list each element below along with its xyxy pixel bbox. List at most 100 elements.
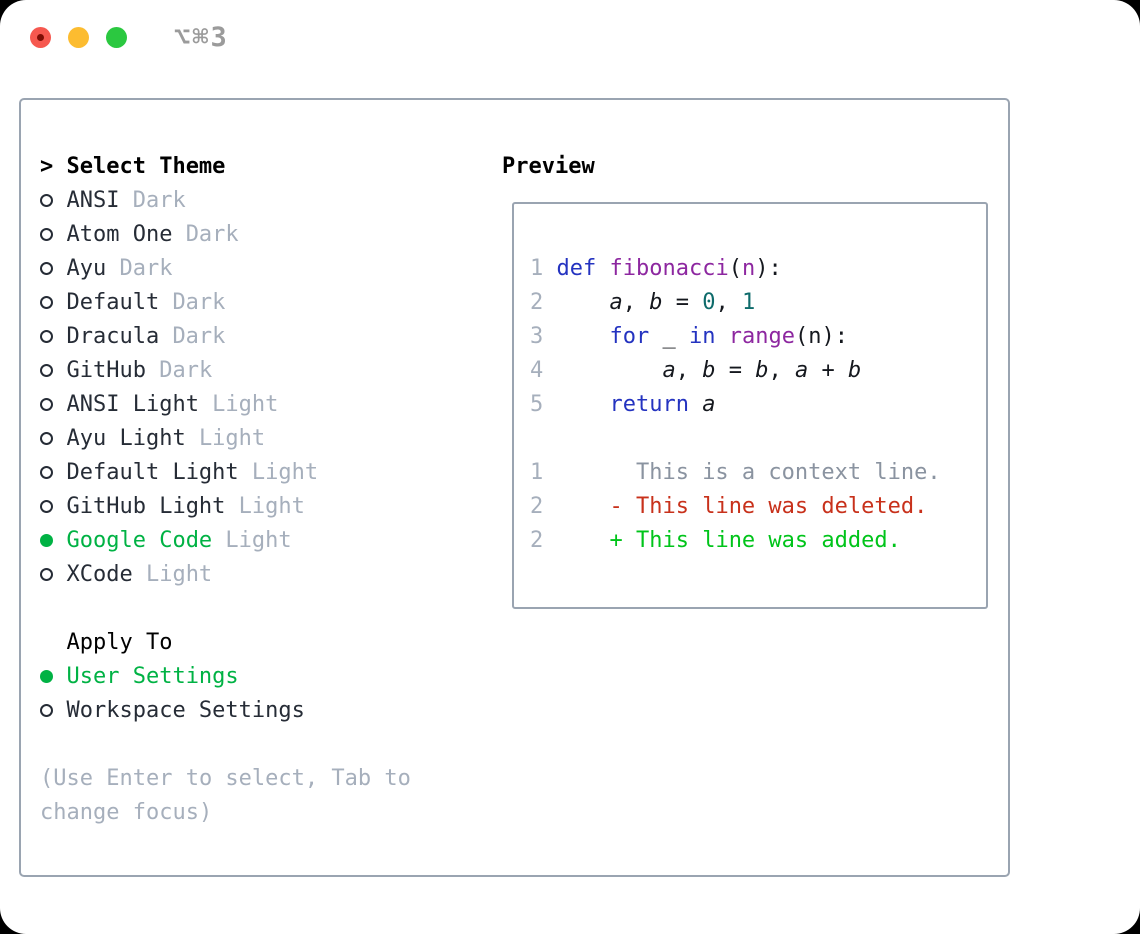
apply-option-label: User Settings (66, 664, 239, 689)
radio-unselected-icon (40, 354, 66, 388)
code-segment: b (702, 358, 716, 383)
apply-option-user-settings[interactable]: User Settings (40, 660, 480, 694)
radio-unselected-icon (40, 218, 66, 252)
theme-variant: Light (145, 562, 213, 587)
theme-name: Ayu Light (66, 426, 186, 451)
keyboard-hint: (Use Enter to select, Tab to change focu… (40, 766, 411, 825)
code-segment: in (688, 324, 716, 349)
code-segment: return (609, 392, 689, 417)
radio-unselected-icon (40, 320, 66, 354)
theme-option-dracula[interactable]: Dracula Dark (40, 320, 480, 354)
line-number: 5 (530, 392, 557, 417)
code-segment: range (728, 324, 795, 349)
minimize-button[interactable] (68, 26, 89, 48)
code-segment (557, 290, 610, 315)
line-number: 4 (530, 358, 557, 383)
code-segment: def (556, 256, 610, 281)
radio-unselected-icon (40, 184, 66, 218)
theme-name: Google Code (66, 528, 213, 553)
select-theme-label: Select Theme (66, 154, 226, 179)
theme-name: GitHub (66, 358, 146, 383)
theme-variant: Dark (172, 290, 226, 315)
maximize-button[interactable] (106, 26, 127, 48)
theme-option-default[interactable]: Default Dark (40, 286, 480, 320)
code-line: 1 def fibonacci(n): (530, 252, 986, 286)
code-segment: , (768, 358, 795, 383)
blank-line (530, 422, 986, 456)
code-segment: 0 (702, 290, 716, 315)
code-segment (557, 392, 610, 417)
line-number: 1 (530, 256, 557, 281)
line-number: 2 (530, 528, 544, 553)
apply-to-header: Apply To (40, 626, 480, 660)
theme-option-google-code[interactable]: Google Code Light (40, 524, 480, 558)
theme-variant: Light (225, 528, 292, 553)
code-segment: n (741, 256, 756, 281)
focus-caret-icon: > (40, 154, 54, 179)
code-segment: b (847, 358, 862, 383)
theme-option-github[interactable]: GitHub Dark (40, 354, 480, 388)
code-segment: fibonacci (609, 256, 729, 281)
theme-variant: Dark (119, 256, 173, 281)
code-segment: a (662, 358, 676, 383)
radio-unselected-icon (40, 490, 66, 524)
code-segment: ): (755, 256, 782, 281)
line-number: 2 (530, 290, 557, 315)
code-segment (557, 358, 663, 383)
radio-unselected-icon (40, 694, 66, 728)
radio-unselected-icon (40, 558, 66, 592)
spacer (40, 728, 480, 762)
code-segment (557, 324, 610, 349)
theme-name: Default Light (66, 460, 239, 485)
radio-unselected-icon (40, 456, 66, 490)
code-segment: (n): (794, 324, 848, 349)
theme-name: Atom One (66, 222, 173, 247)
apply-to-label: Apply To (66, 630, 173, 655)
code-line: 2 a, b = 0, 1 (530, 286, 986, 320)
code-segment: for (609, 324, 650, 349)
code-segment: , (675, 358, 703, 383)
code-segment: _ (649, 324, 689, 349)
code-segment: = (662, 290, 703, 315)
theme-option-default-light[interactable]: Default Light Light (40, 456, 480, 490)
code-line: 4 a, b = b, a + b (530, 354, 986, 388)
theme-variant: Light (251, 460, 319, 485)
titlebar: ⌥⌘3 (30, 22, 229, 53)
apply-option-workspace-settings[interactable]: Workspace Settings (40, 694, 480, 728)
code-segment (543, 494, 609, 519)
code-segment: a (794, 358, 809, 383)
preview-header: Preview (502, 154, 595, 179)
code-segment: + (808, 358, 848, 383)
theme-variant: Dark (159, 358, 213, 383)
code-segment: 1 (741, 290, 756, 315)
code-segment: This is a context line. (543, 460, 941, 485)
code-segment: = (715, 358, 756, 383)
code-segment: b (755, 358, 769, 383)
close-button[interactable] (30, 26, 51, 48)
theme-name: GitHub Light (66, 494, 226, 519)
theme-name: Default (66, 290, 160, 315)
radio-unselected-icon (40, 286, 66, 320)
spacer (40, 592, 480, 626)
code-segment: ( (728, 256, 742, 281)
select-theme-header: > Select Theme (40, 150, 480, 184)
theme-name: Dracula (66, 324, 160, 349)
code-segment: a (702, 392, 716, 417)
theme-variant: Dark (172, 324, 226, 349)
radio-unselected-icon (40, 422, 66, 456)
code-line: 5 return a (530, 388, 986, 422)
radio-selected-icon (40, 524, 66, 558)
